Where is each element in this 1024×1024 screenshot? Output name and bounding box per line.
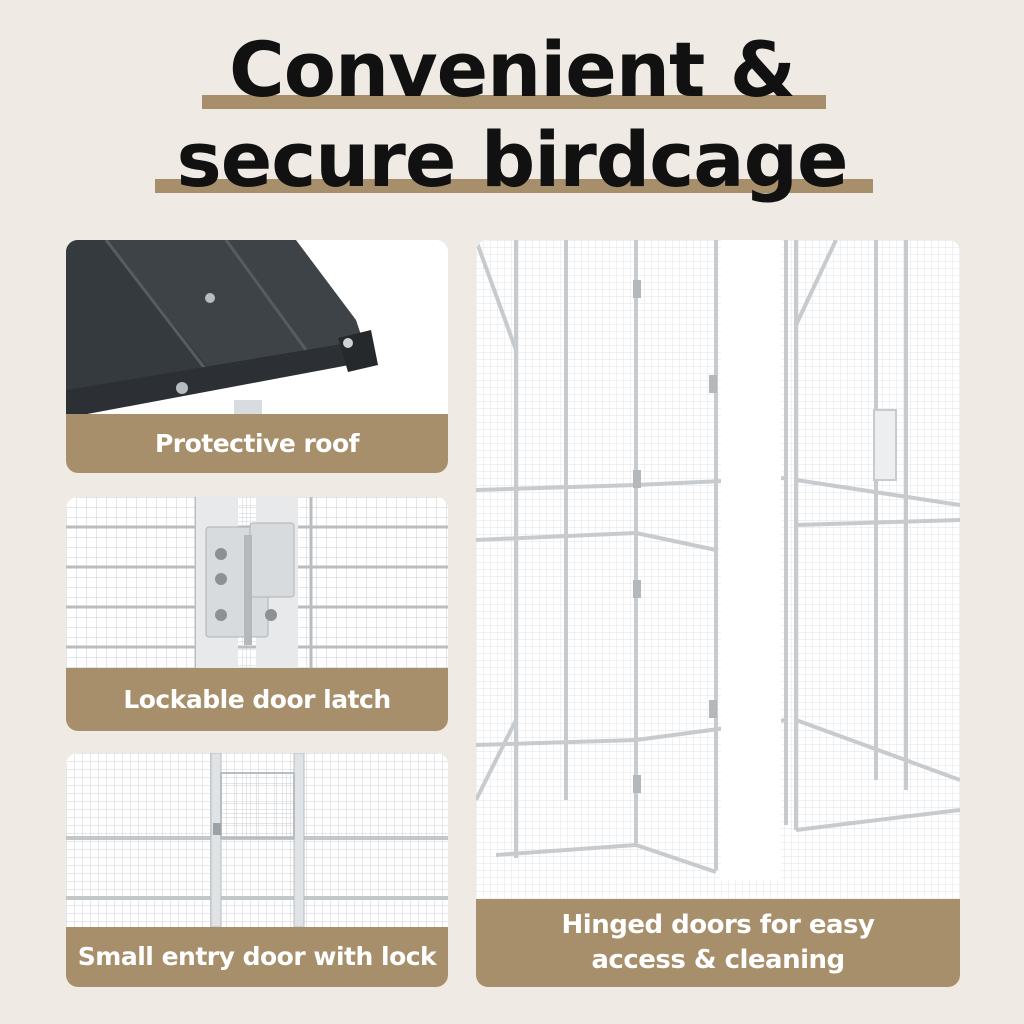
feature-card-hinged-doors: Hinged doors for easy access & cleaning: [476, 240, 960, 987]
headline-underline-1: [202, 95, 826, 109]
feature-card-entry-door: Small entry door with lock: [66, 753, 448, 987]
hinged-doors-caption: Hinged doors for easy access & cleaning: [476, 899, 960, 987]
hinged-doors-caption-line-2: access & cleaning: [591, 945, 845, 975]
headline-line-1: Convenient &: [228, 25, 796, 114]
hinged-doors-caption-line-1: Hinged doors for easy: [561, 909, 875, 940]
feature-card-latch: Lockable door latch: [66, 497, 448, 731]
feature-card-roof: Protective roof: [66, 240, 448, 473]
hinged-door-photo-icon: [476, 240, 960, 987]
entry-door-caption: Small entry door with lock: [66, 927, 448, 987]
latch-caption: Lockable door latch: [66, 668, 448, 731]
headline-line-2: secure birdcage: [176, 115, 848, 204]
headline-underline-2: [155, 179, 873, 193]
roof-caption: Protective roof: [66, 414, 448, 473]
